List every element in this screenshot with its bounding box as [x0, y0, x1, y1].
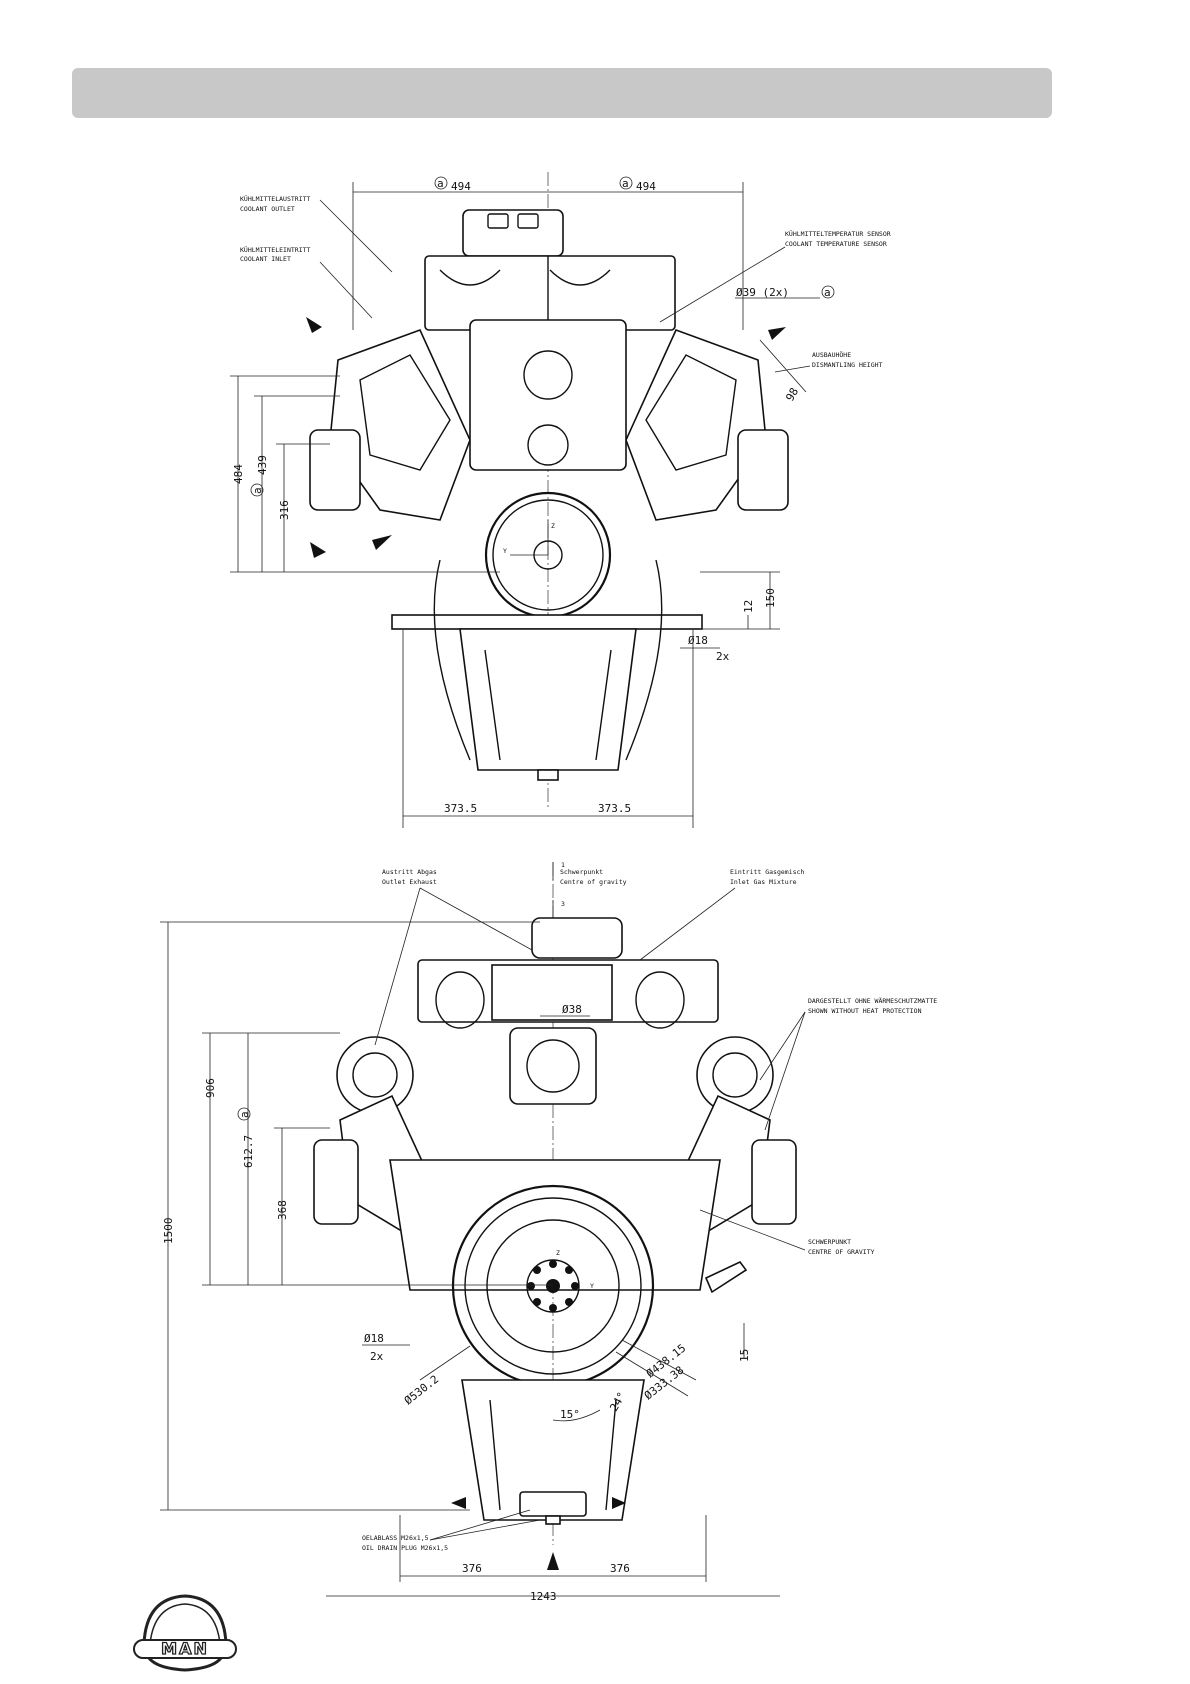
front-marker-a3: a — [251, 487, 264, 494]
rear-axis-1: 1 — [561, 861, 565, 869]
front-dim-439: 439 — [256, 455, 269, 475]
svg-text:Z: Z — [551, 522, 555, 530]
rear-label-oil-drain-de: OELABLASS M26x1,5 — [362, 1534, 429, 1542]
svg-text:Z: Z — [556, 1249, 560, 1257]
front-marker-a2: a — [622, 177, 629, 190]
front-label-coolant-outlet-en: COOLANT OUTLET — [240, 205, 295, 213]
rear-dim-hole-dia: Ø18 — [364, 1332, 384, 1345]
svg-text:Y: Y — [590, 1282, 594, 1290]
rear-label-heat-protection-en: SHOWN WITHOUT HEAT PROTECTION — [808, 1007, 922, 1015]
rear-dim-foot-right: 376 — [610, 1562, 630, 1575]
rear-marker-a: a — [238, 1111, 251, 1118]
rear-dim-overall-width: 1243 — [530, 1590, 557, 1603]
rear-dim-1500: 1500 — [162, 1218, 175, 1245]
front-dim-150: 150 — [764, 588, 777, 608]
front-label-coolant-temp-en: COOLANT TEMPERATURE SENSOR — [785, 240, 887, 248]
rear-dim-15: 15 — [738, 1349, 751, 1362]
front-label-coolant-inlet-de: KÜHLMITTELEINTRITT — [240, 245, 311, 254]
header-bar — [72, 68, 1052, 118]
front-dim-494-left: 494 — [451, 180, 471, 193]
rear-label-outlet-exhaust-en: Outlet Exhaust — [382, 878, 437, 886]
rear-label-cog-en: CENTRE OF GRAVITY — [808, 1248, 875, 1256]
front-label-coolant-temp-de: KÜHLMITTELTEMPERATUR SENSOR — [785, 229, 891, 238]
rear-label-inlet-gas-de: Eintritt Gasgemisch — [730, 868, 804, 876]
rear-label-inlet-gas-en: Inlet Gas Mixture — [730, 878, 797, 886]
front-view: a 494 a 494 Z Y — [230, 172, 891, 828]
rear-dim-foot-left: 376 — [462, 1562, 482, 1575]
front-marker-a4: a — [824, 286, 831, 299]
front-dim-98: 98 — [783, 386, 801, 404]
rear-label-outlet-exhaust-de: Austritt Abgas — [382, 868, 437, 876]
rear-label-cog-de: SCHWERPUNKT — [808, 1238, 851, 1246]
rear-dim-dia-530: Ø530.2 — [402, 1373, 441, 1408]
front-dim-foot-right: 373.5 — [598, 802, 631, 815]
front-dim-hole-dia: Ø18 — [688, 634, 708, 647]
front-label-coolant-inlet-en: COOLANT INLET — [240, 255, 291, 263]
front-label-dismantling-de: AUSBAUHÖHE — [812, 350, 851, 359]
front-label-dismantling-en: DISMANTLING HEIGHT — [812, 361, 883, 369]
rear-view: 1 3 Z Y — [160, 861, 937, 1603]
front-dim-hole-count: 2x — [716, 650, 730, 663]
rear-dim-dia-38: Ø38 — [562, 1003, 582, 1016]
rear-label-heat-protection-de: DARGESTELLT OHNE WÄRMESCHUTZMATTE — [808, 996, 937, 1005]
svg-text:Y: Y — [503, 547, 507, 555]
front-dim-pipe-dia: Ø39 (2x) — [736, 286, 789, 299]
front-dim-484: 484 — [232, 464, 245, 484]
front-marker-a1: a — [437, 177, 444, 190]
front-label-coolant-outlet-de: KÜHLMITTELAUSTRITT — [240, 194, 311, 203]
rear-dim-906: 906 — [204, 1078, 217, 1098]
rear-dim-612: 612.7 — [242, 1135, 255, 1168]
front-dim-494-right: 494 — [636, 180, 656, 193]
rear-dim-hole-count: 2x — [370, 1350, 384, 1363]
rear-dim-368: 368 — [276, 1200, 289, 1220]
front-dim-316: 316 — [278, 500, 291, 520]
rear-dim-angle-15: 15° — [560, 1408, 580, 1421]
rear-label-oil-drain-en: OIL DRAIN PLUG M26x1,5 — [362, 1544, 448, 1552]
rear-axis-3: 3 — [561, 900, 565, 908]
rear-label-cog-top-de: Schwerpunkt — [560, 868, 603, 876]
man-logo: MAN — [130, 1588, 240, 1674]
rear-label-cog-top-en: Centre of gravity — [560, 878, 627, 886]
front-dim-foot-left: 373.5 — [444, 802, 477, 815]
man-logo-text: MAN — [161, 1639, 209, 1658]
front-dim-12: 12 — [742, 600, 755, 613]
